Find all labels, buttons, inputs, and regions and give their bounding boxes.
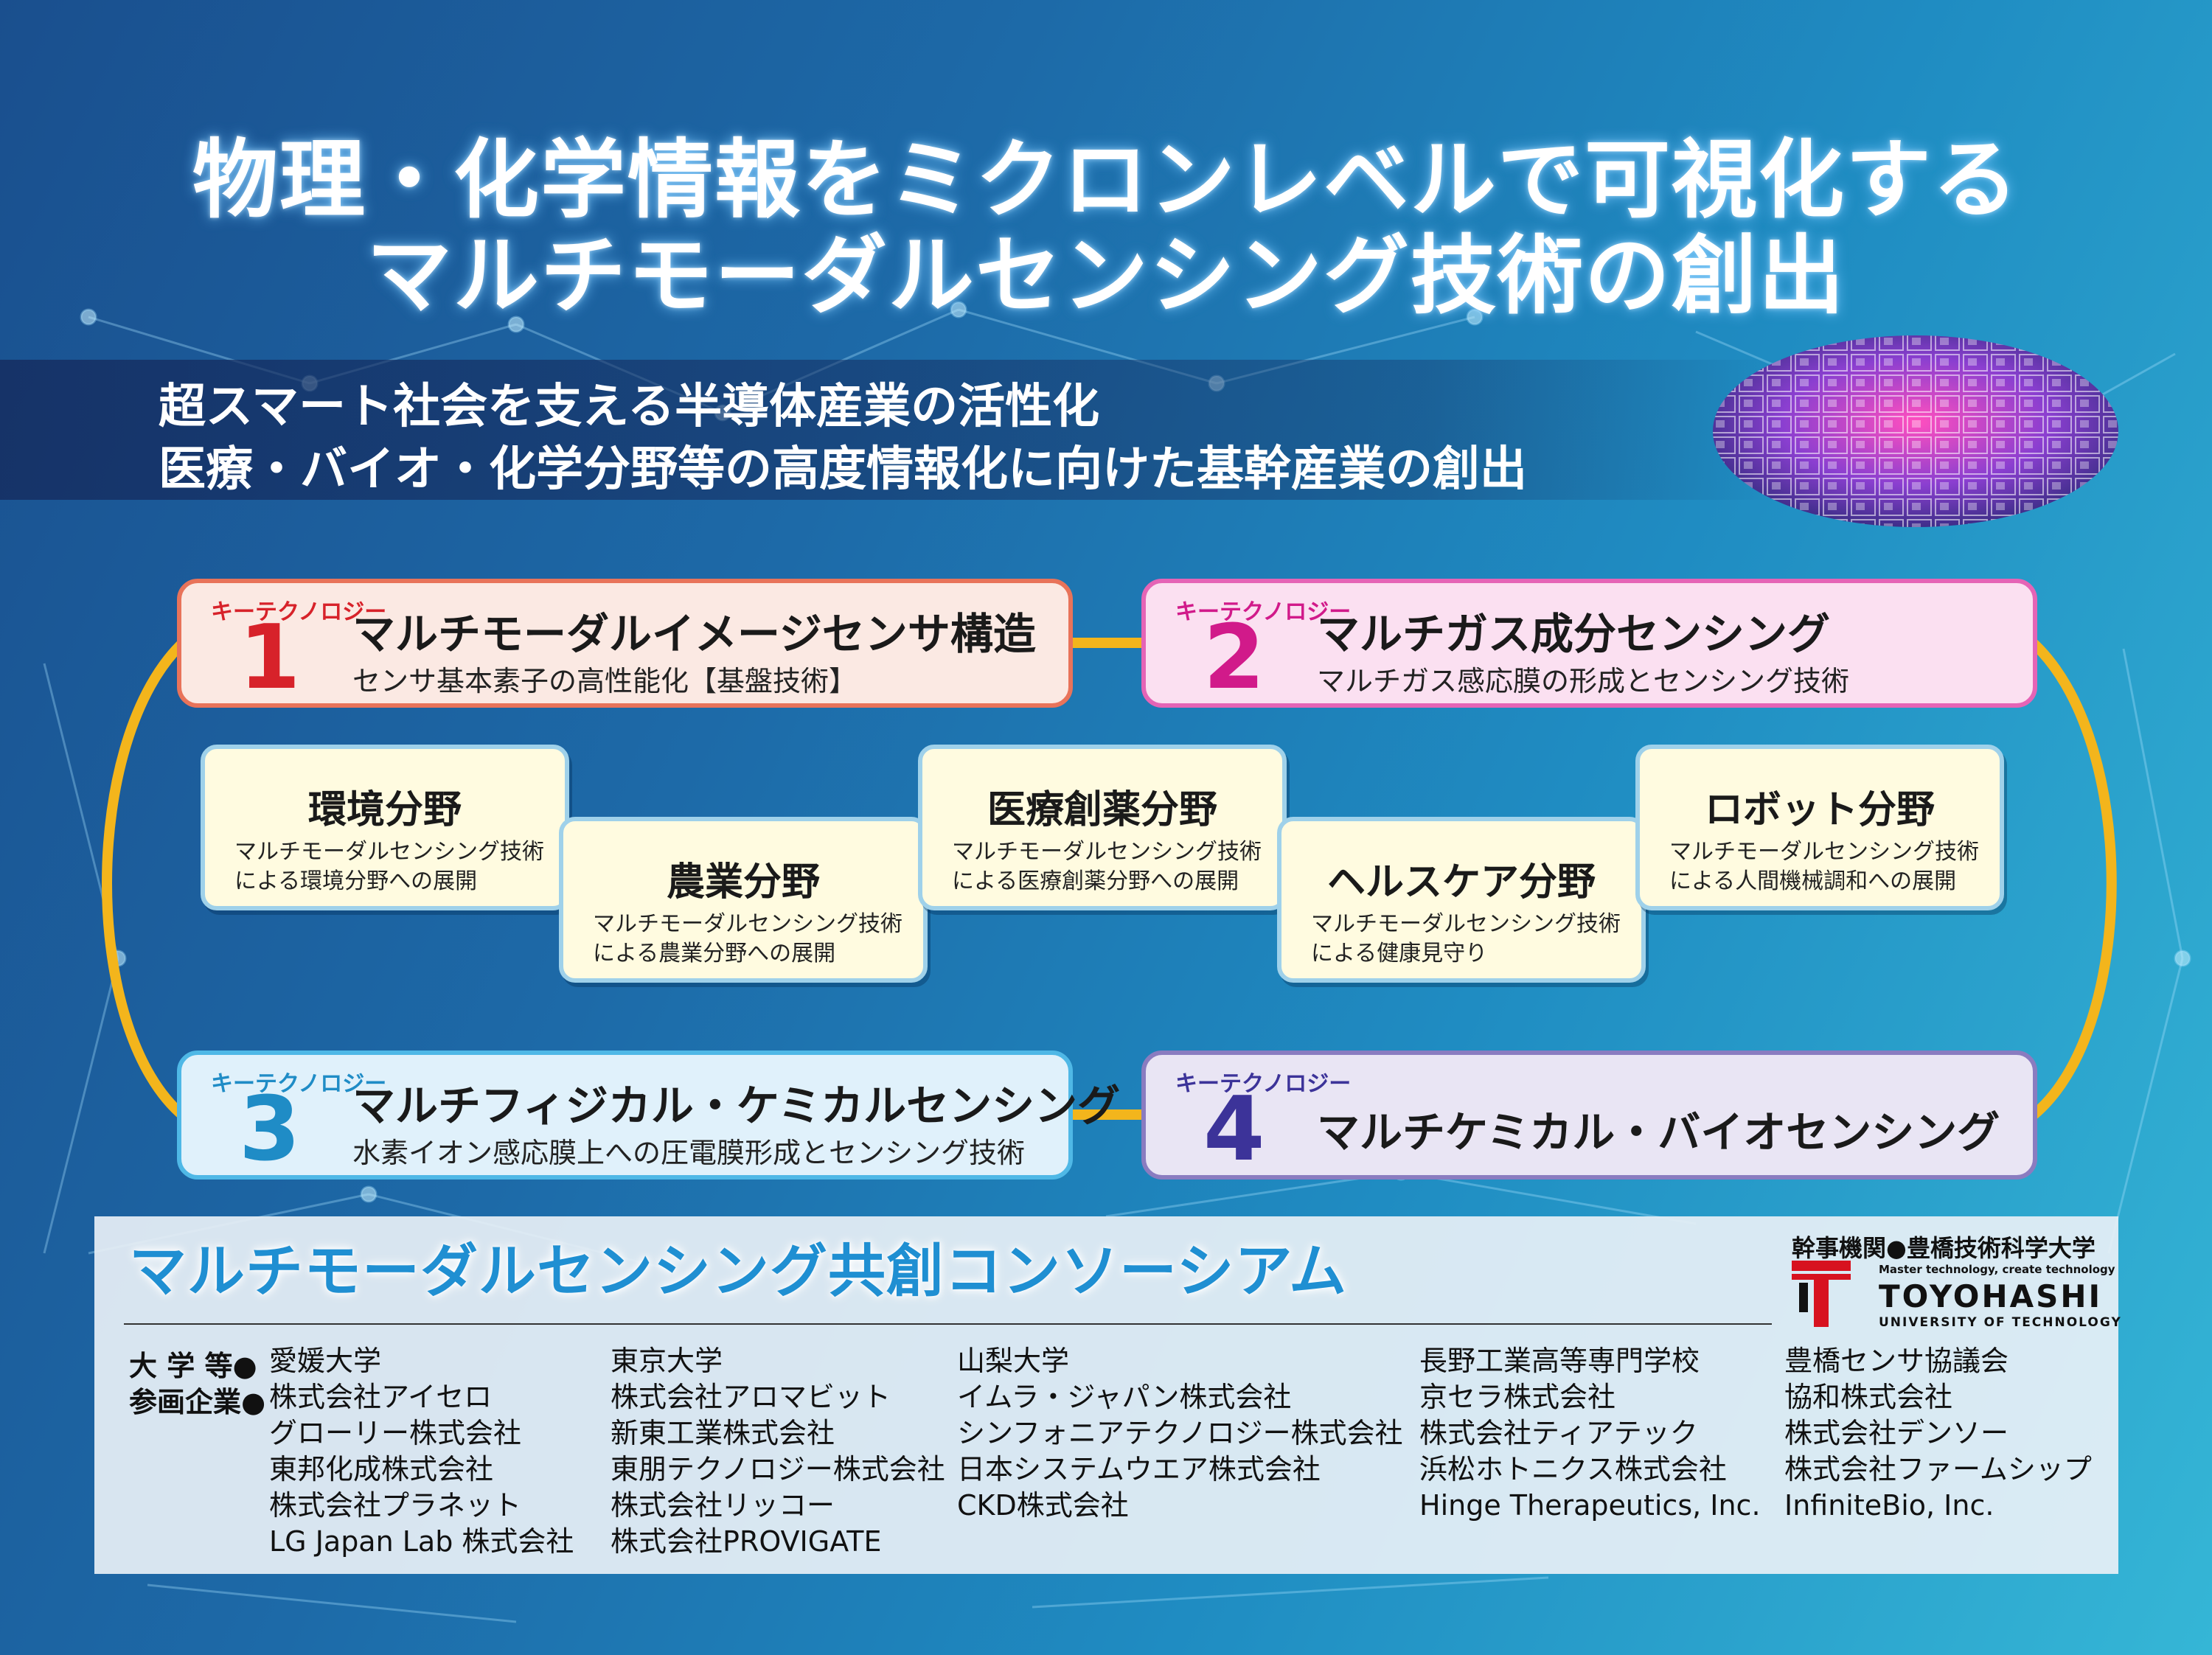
key-technology-3-box: キーテクノロジー 3 マルチフィジカル・ケミカルセンシング 水素イオン感応膜上へ… xyxy=(177,1051,1120,1181)
members-column-2: 東京大学 株式会社アロマビット 新東工業株式会社 東朋テクノロジー株式会社 株式… xyxy=(611,1343,945,1560)
main-title-line-2: マルチモーダルセンシング技術の創出 xyxy=(366,226,1846,326)
semiconductor-wafer-image xyxy=(1713,335,2118,527)
member-item: LG Japan Lab 株式会社 xyxy=(269,1525,574,1558)
member-item: InfiniteBio, Inc. xyxy=(1784,1489,1994,1522)
key-technology-number: 3 xyxy=(239,1079,301,1181)
member-item: 東朋テクノロジー株式会社 xyxy=(611,1453,945,1485)
field-description: マルチモーダルセンシング技術による健康見守り xyxy=(1311,911,1621,966)
field-description: マルチモーダルセンシング技術による人間機械調和への展開 xyxy=(1669,839,1979,894)
member-item: 東京大学 xyxy=(611,1345,723,1377)
member-item: シンフォニアテクノロジー株式会社 xyxy=(957,1417,1403,1449)
logo-subname: UNIVERSITY OF TECHNOLOGY xyxy=(1879,1315,2122,1330)
key-technology-title: マルチフィジカル・ケミカルセンシング xyxy=(352,1081,1121,1131)
field-card-environment: 環境分野 マルチモーダルセンシング技術による環境分野への展開 xyxy=(201,745,569,910)
member-item: 株式会社アロマビット xyxy=(611,1381,891,1413)
field-title: 農業分野 xyxy=(666,860,820,905)
subtitle-line-2: 医療・バイオ・化学分野等の高度情報化に向けた基幹産業の創出 xyxy=(159,442,1527,497)
members-column-5: 豊橋センサ協議会 協和株式会社 株式会社デンソー 株式会社ファームシップ Inf… xyxy=(1784,1343,2092,1524)
members-column-3: 山梨大学 イムラ・ジャパン株式会社 シンフォニアテクノロジー株式会社 日本システ… xyxy=(957,1343,1403,1524)
member-item: グローリー株式会社 xyxy=(269,1417,522,1449)
consortium-panel xyxy=(94,1216,2118,1574)
subtitle-line-1: 超スマート社会を支える半導体産業の活性化 xyxy=(159,380,1100,434)
key-technology-4-box: キーテクノロジー 4 マルチケミカル・バイオセンシング xyxy=(1141,1051,2037,1180)
member-item: Hinge Therapeutics, Inc. xyxy=(1419,1489,1761,1522)
field-description: マルチモーダルセンシング技術による医療創薬分野への展開 xyxy=(952,839,1262,894)
key-technology-label: キーテクノロジー xyxy=(211,599,387,625)
logo-name: TOYOHASHI xyxy=(1879,1278,2103,1314)
member-item: 愛媛大学 xyxy=(269,1345,382,1377)
key-technology-number: 1 xyxy=(239,607,301,709)
key-technology-description: 水素イオン感応膜上への圧電膜形成とセンシング技術 xyxy=(352,1137,1026,1169)
field-description: マルチモーダルセンシング技術による環境分野への展開 xyxy=(234,839,544,894)
member-item: 株式会社デンソー xyxy=(1784,1417,2009,1449)
consortium-divider xyxy=(124,1323,1772,1325)
field-title: 医療創薬分野 xyxy=(987,788,1217,832)
member-item: CKD株式会社 xyxy=(957,1489,1129,1522)
member-item: 日本システムウエア株式会社 xyxy=(957,1453,1321,1485)
member-item: 株式会社PROVIGATE xyxy=(611,1525,882,1558)
member-item: 浜松ホトニクス株式会社 xyxy=(1419,1453,1727,1485)
member-item: 株式会社リッコー xyxy=(611,1489,835,1522)
field-title: ヘルスケア分野 xyxy=(1326,860,1596,905)
key-technology-2-box: キーテクノロジー 2 マルチガス成分センシング マルチガス感応膜の形成とセンシン… xyxy=(1141,579,2037,708)
field-title: 環境分野 xyxy=(307,788,462,832)
field-description: マルチモーダルセンシング技術による農業分野への展開 xyxy=(593,911,902,966)
member-item: 東邦化成株式会社 xyxy=(269,1453,494,1485)
key-technology-label: キーテクノロジー xyxy=(1175,1071,1352,1097)
member-item: 新東工業株式会社 xyxy=(611,1417,835,1449)
key-technology-description: センサ基本素子の高性能化【基盤技術】 xyxy=(352,665,858,697)
toyohashi-t-logo-icon xyxy=(1792,1261,1851,1327)
subtitle-band xyxy=(0,360,1784,500)
member-item: 株式会社ファームシップ xyxy=(1784,1453,2092,1485)
members-column-4: 長野工業高等専門学校 京セラ株式会社 株式会社ティアテック 浜松ホトニクス株式会… xyxy=(1419,1343,1761,1524)
key-technology-title: マルチガス成分センシング xyxy=(1317,609,1831,659)
field-card-agriculture: 農業分野 マルチモーダルセンシング技術による農業分野への展開 xyxy=(559,817,928,983)
key-technology-title: マルチケミカル・バイオセンシング xyxy=(1317,1107,2000,1157)
key-technology-title: マルチモーダルイメージセンサ構造 xyxy=(352,609,1036,659)
member-item: 株式会社ティアテック xyxy=(1419,1417,1698,1449)
member-item: 京セラ株式会社 xyxy=(1419,1381,1616,1413)
member-item: 株式会社アイセロ xyxy=(269,1381,493,1413)
member-item: 株式会社プラネット xyxy=(269,1489,522,1522)
member-item: イムラ・ジャパン株式会社 xyxy=(957,1381,1292,1413)
companies-label: 参画企業● xyxy=(129,1386,266,1418)
toyohashi-logo: Master technology, create technology TOY… xyxy=(1792,1261,2121,1331)
member-item: 長野工業高等専門学校 xyxy=(1419,1345,1700,1377)
field-card-robot: ロボット分野 マルチモーダルセンシング技術による人間機械調和への展開 xyxy=(1635,745,2004,910)
logo-tagline: Master technology, create technology xyxy=(1879,1263,2115,1276)
member-item: 豊橋センサ協議会 xyxy=(1784,1345,2009,1377)
key-technology-number: 2 xyxy=(1203,607,1265,709)
member-item: 山梨大学 xyxy=(957,1345,1070,1377)
lead-institution: 幹事機関●豊橋技術科学大学 xyxy=(1792,1234,2096,1262)
consortium-title: マルチモーダルセンシング共創コンソーシアム xyxy=(129,1238,1347,1305)
members-column-1: 愛媛大学 株式会社アイセロ グローリー株式会社 東邦化成株式会社 株式会社プラネ… xyxy=(269,1343,574,1560)
field-card-medical: 医療創薬分野 マルチモーダルセンシング技術による医療創薬分野への展開 xyxy=(918,745,1287,910)
key-technology-number: 4 xyxy=(1203,1079,1265,1181)
field-card-healthcare: ヘルスケア分野 マルチモーダルセンシング技術による健康見守り xyxy=(1277,817,1646,983)
key-technology-label: キーテクノロジー xyxy=(1175,599,1352,625)
key-technology-label: キーテクノロジー xyxy=(211,1071,387,1097)
member-item: 協和株式会社 xyxy=(1784,1381,1953,1413)
key-technology-1-box: キーテクノロジー 1 マルチモーダルイメージセンサ構造 センサ基本素子の高性能化… xyxy=(177,579,1073,708)
field-title: ロボット分野 xyxy=(1704,788,1935,832)
main-title-line-1: 物理・化学情報をミクロンレベルで可視化する xyxy=(192,130,2020,230)
universities-label: 大 学 等● xyxy=(129,1350,257,1382)
key-technology-description: マルチガス感応膜の形成とセンシング技術 xyxy=(1317,665,1850,697)
